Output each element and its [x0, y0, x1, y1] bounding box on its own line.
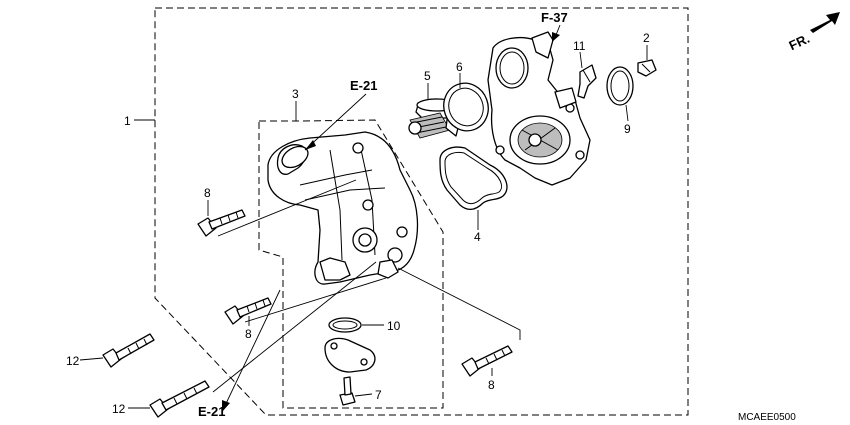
callout-11: 11 — [573, 39, 586, 53]
callout-4: 4 — [474, 230, 481, 244]
gasket-4 — [439, 146, 508, 210]
callout-7: 7 — [375, 388, 382, 402]
sub-assembly-outline — [258, 119, 444, 409]
bolt-8-lower — [461, 345, 513, 377]
diagram-code: MCAEE0500 — [738, 412, 796, 423]
callout-12-upper: 12 — [66, 354, 80, 368]
callout-8-lower: 8 — [488, 378, 495, 392]
callout-8-middle: 8 — [245, 327, 252, 341]
callout-1: 1 — [124, 114, 131, 128]
callout-9: 9 — [624, 122, 631, 136]
clip-2 — [637, 59, 657, 77]
ref-arrows — [221, 24, 561, 413]
o-ring-6 — [443, 82, 489, 132]
bolt-8-middle — [224, 297, 272, 325]
o-ring-10 — [328, 317, 362, 333]
callout-8-upper: 8 — [204, 186, 211, 200]
ref-e21-bottom: E-21 — [198, 404, 225, 419]
cover-plate — [324, 337, 376, 373]
callout-2: 2 — [643, 31, 650, 45]
assembly-outline — [154, 7, 689, 416]
joint-11 — [577, 64, 597, 99]
bolt-12-upper — [102, 333, 155, 368]
water-pump-body — [267, 131, 419, 285]
thermostat-housing — [487, 31, 591, 186]
callout-10: 10 — [387, 319, 401, 333]
callout-12-lower: 12 — [112, 402, 126, 416]
front-direction-arrow — [810, 12, 840, 33]
bolt-12-lower — [149, 380, 210, 418]
callout-3: 3 — [292, 87, 299, 101]
callout-5: 5 — [424, 69, 431, 83]
bolt-8-upper — [197, 209, 246, 237]
callout-6: 6 — [456, 60, 463, 74]
ref-f37: F-37 — [541, 10, 568, 25]
front-label: FR. — [787, 31, 812, 53]
ref-e21-top: E-21 — [350, 78, 377, 93]
bolt-7 — [339, 376, 356, 406]
